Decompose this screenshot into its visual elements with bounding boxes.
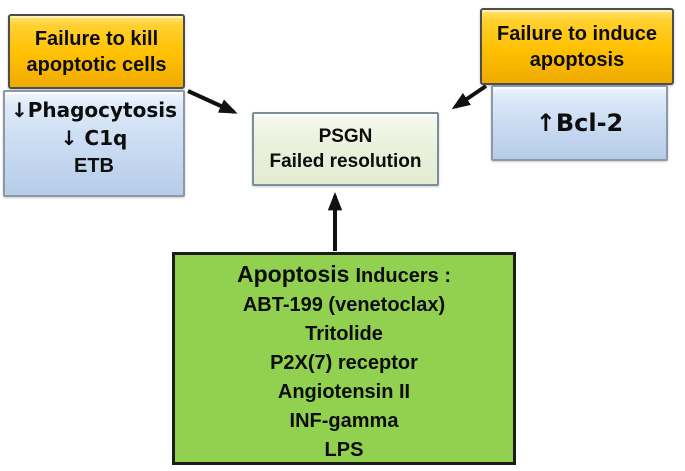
inducers-item: P2X(7) receptor [270,352,418,374]
inducers-item: INF-gamma [289,410,399,432]
failure-kill-line2: apoptotic cells [26,53,167,76]
inducers-item: Tritolide [305,323,383,345]
inducers-item: LPS [324,439,364,461]
box-bcl2: ↑Bcl-2 [491,85,668,161]
phagocytosis-line1: ↓Phagocytosis [10,98,178,122]
psgn-line2: Failed resolution [269,151,422,172]
box-psgn: PSGN Failed resolution [252,112,439,186]
box-failure-to-induce: Failure to induce apoptosis [480,8,674,85]
box-phagocytosis: ↓Phagocytosis ↓ C1q ETB [3,90,185,197]
phagocytosis-line3: ETB [74,155,114,177]
inducers-title-main: Apoptosis [236,261,350,287]
psgn-line1: PSGN [318,126,373,147]
box-failure-to-kill: Failure to kill apoptotic cells [8,14,185,89]
failure-kill-line1: Failure to kill [34,27,159,50]
inducers-title-rest: Inducers : [355,265,452,287]
phagocytosis-line2: ↓ C1q [60,126,128,150]
bcl2-line1: ↑Bcl-2 [535,109,624,137]
failure-induce-line1: Failure to induce [496,22,658,45]
arrow-failure-kill-to-psgn [187,89,238,114]
inducers-item: Angiotensin II [277,381,411,403]
failure-induce-line2: apoptosis [529,48,625,71]
inducers-item: ABT-199 (venetoclax) [242,294,446,316]
arrow-failure-induce-to-psgn [451,84,488,110]
